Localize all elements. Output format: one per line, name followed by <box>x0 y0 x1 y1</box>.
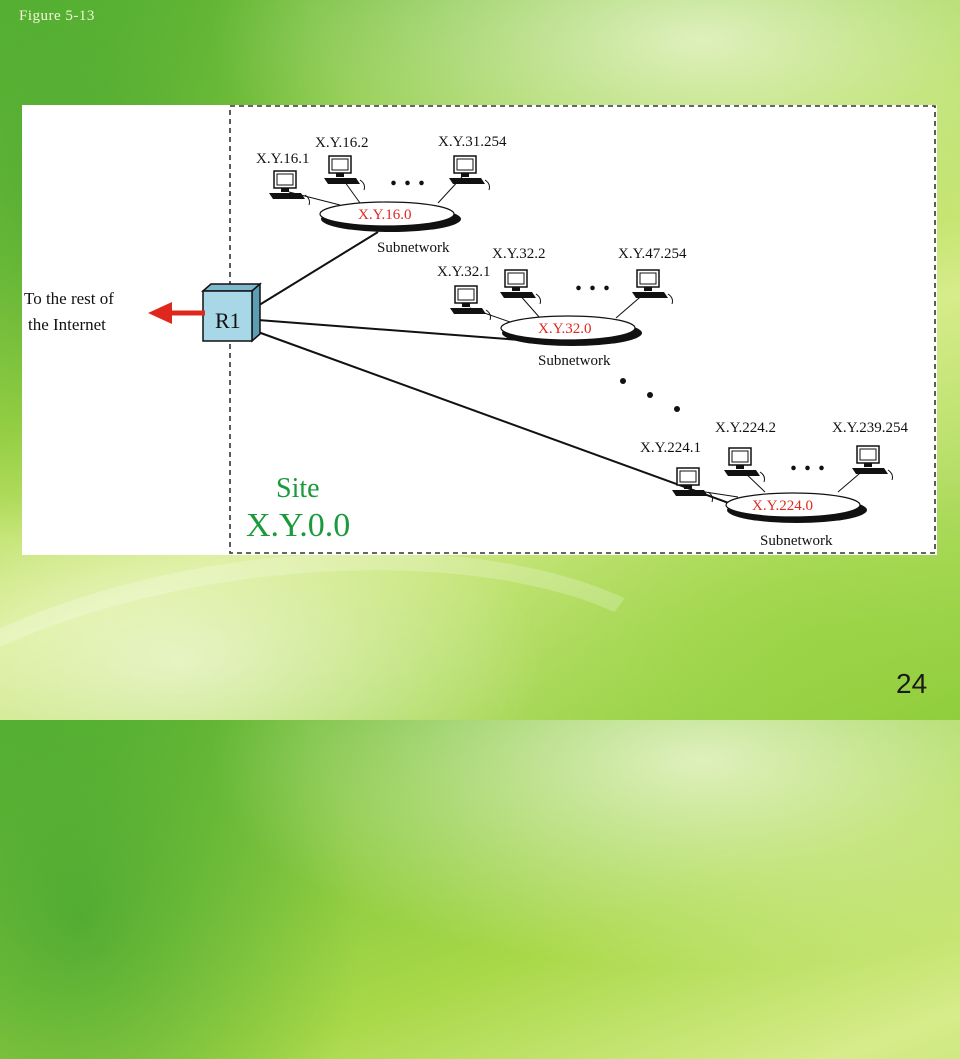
computer-icon <box>499 269 542 305</box>
host-label: X.Y.16.1 <box>256 151 309 167</box>
host-label: X.Y.239.254 <box>832 420 908 436</box>
subnet-group-3: X.Y.224.1 X.Y.224.2 X.Y.239.254 . . . X.… <box>640 420 908 549</box>
host-label: X.Y.31.254 <box>438 134 507 150</box>
router-r1: R1 <box>201 282 262 343</box>
subnet-label: Subnetwork <box>538 353 611 369</box>
subnet-label: Subnetwork <box>760 533 833 549</box>
link-subnet-3 <box>257 331 749 511</box>
host-label: X.Y.32.2 <box>492 246 545 262</box>
host-label: X.Y.224.2 <box>715 420 776 436</box>
subnet-label: Subnetwork <box>377 240 450 256</box>
computer-icon <box>671 467 714 503</box>
ellipsis: . . . <box>575 266 610 297</box>
more-subnets-ellipsis <box>620 378 680 412</box>
host-label: X.Y.16.2 <box>315 135 368 151</box>
site-label: Site <box>276 473 320 504</box>
host-label: X.Y.47.254 <box>618 246 687 262</box>
computer-icon <box>323 155 366 191</box>
subnet-address: X.Y.16.0 <box>358 207 411 223</box>
background-swoosh <box>0 496 762 1059</box>
host-label: X.Y.224.1 <box>640 440 701 456</box>
page-number: 24 <box>896 668 928 699</box>
computer-icon <box>723 447 766 483</box>
router-label: R1 <box>215 308 241 333</box>
subnet-address: X.Y.224.0 <box>752 498 813 514</box>
ellipsis: . . . <box>790 446 825 477</box>
internet-label-line2: the Internet <box>28 315 106 334</box>
diagram-panel: R1 To the rest of the Internet X.Y.16.1 … <box>22 105 937 555</box>
computer-icon <box>449 285 492 321</box>
link-subnet-2 <box>257 319 521 341</box>
network-diagram: R1 To the rest of the Internet X.Y.16.1 … <box>24 105 936 554</box>
subnet-group-2: X.Y.32.1 X.Y.32.2 X.Y.47.254 . . . X.Y.3… <box>437 246 687 369</box>
link-subnet-1 <box>255 231 379 308</box>
internet-label-line1: To the rest of <box>24 289 114 308</box>
outbound-arrow <box>148 302 205 324</box>
figure-label: Figure 5-13 <box>19 8 95 24</box>
host-label: X.Y.32.1 <box>437 264 490 280</box>
subnet-address: X.Y.32.0 <box>538 321 591 337</box>
site-address: X.Y.0.0 <box>246 507 350 544</box>
computer-icon <box>268 170 311 206</box>
subnet-group-1: X.Y.16.1 X.Y.16.2 X.Y.31.254 . . . X.Y.1… <box>256 134 507 256</box>
ellipsis: . . . <box>390 161 425 192</box>
